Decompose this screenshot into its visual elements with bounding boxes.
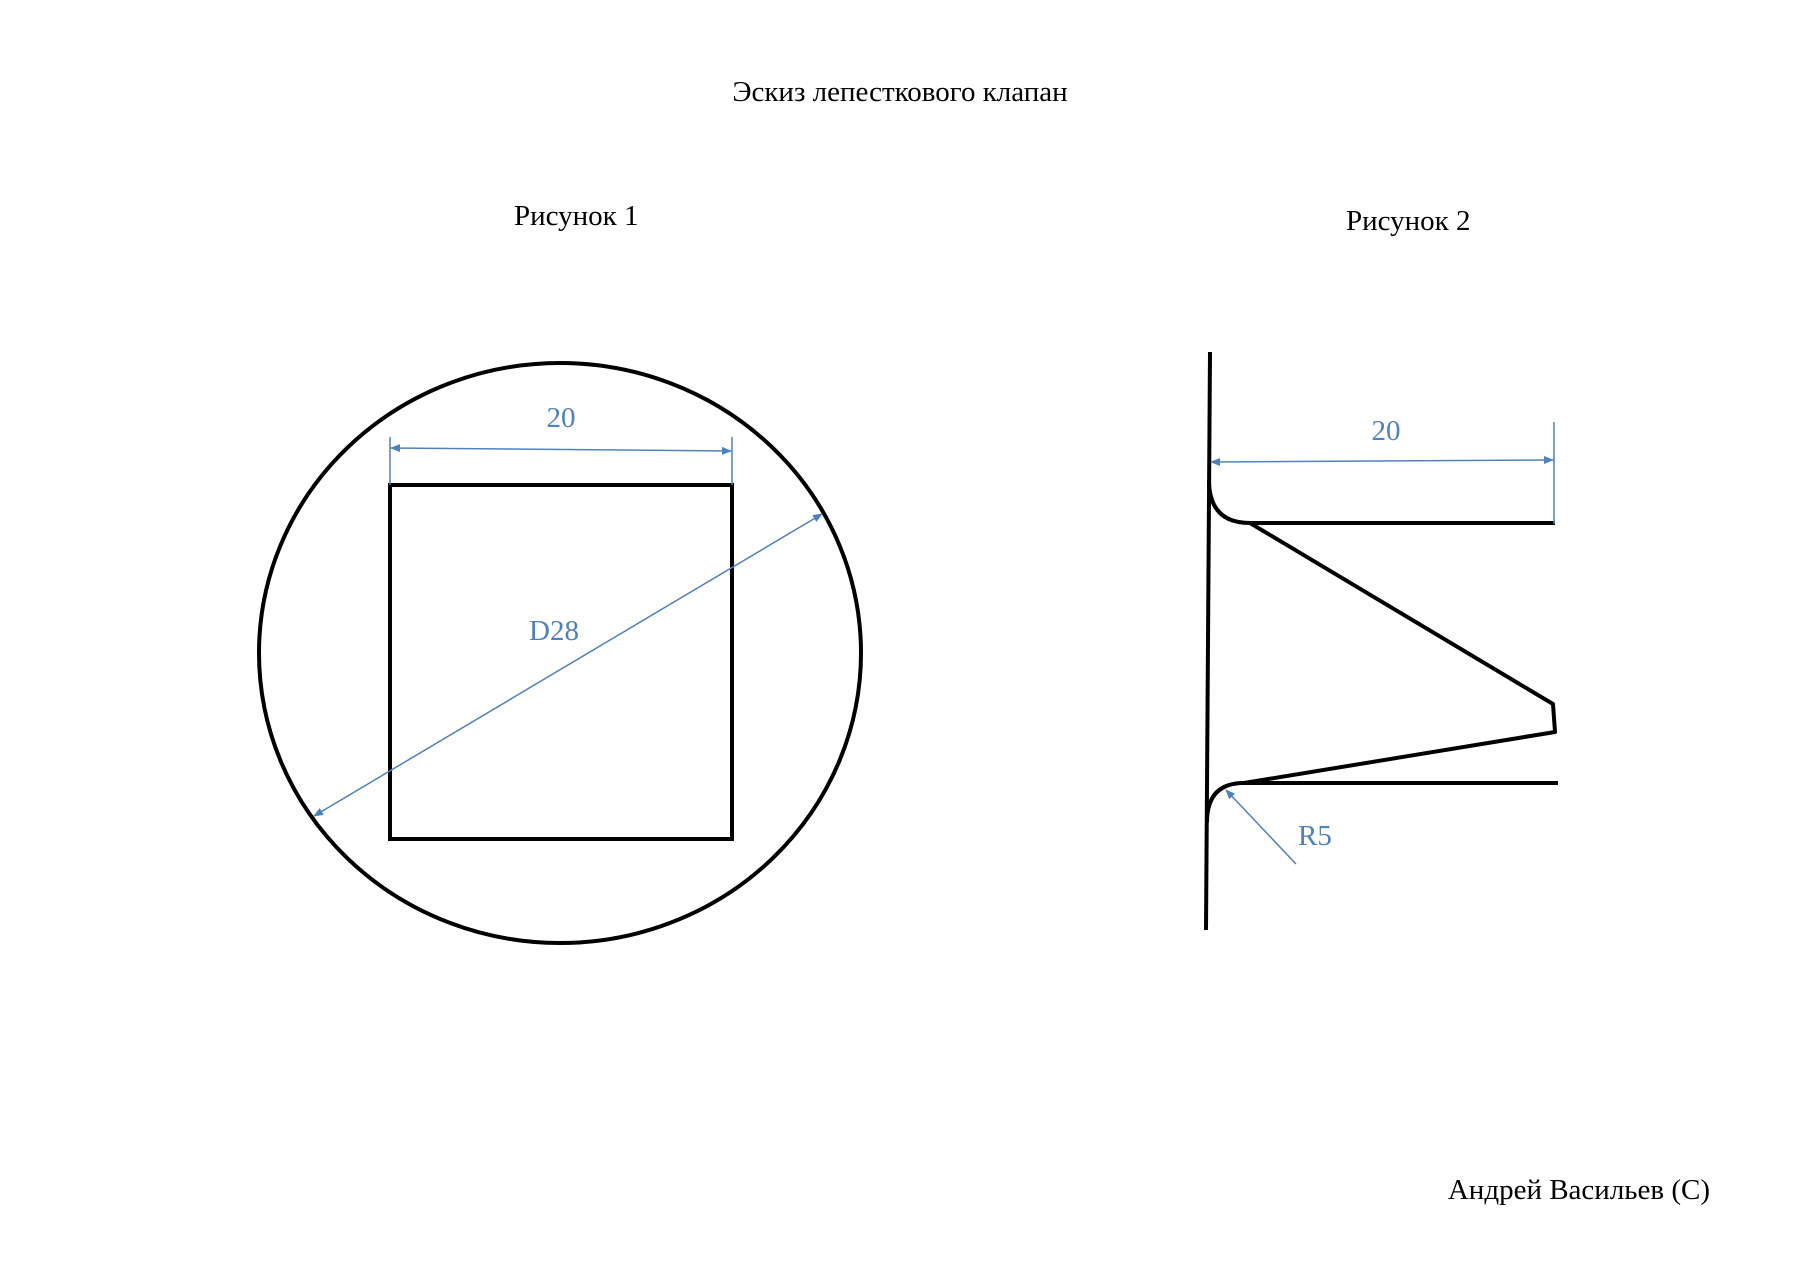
- valve-disc-circle: [257, 361, 863, 945]
- figure-1: 20 D28: [257, 361, 863, 945]
- fig1-width-dimension-line: [390, 444, 732, 455]
- figure-2-caption: Рисунок 2: [1346, 205, 1471, 237]
- petal-opening-square: [388, 483, 734, 841]
- lower-fillet-edge: [1205, 781, 1558, 823]
- fig1-diameter-dimension-label: D28: [529, 615, 579, 647]
- valve-base-wall: [1204, 351, 1212, 931]
- fig1-diameter-dimension-line: [313, 513, 823, 817]
- figure-1-caption: Рисунок 1: [514, 200, 639, 232]
- fig2-width-dimension-label: 20: [1372, 415, 1401, 447]
- page-title: Эскиз лепесткового клапан: [732, 76, 1068, 108]
- author-signature: Андрей Васильев (С): [1447, 1174, 1710, 1206]
- fig2-radius-dimension-label: R5: [1298, 820, 1332, 852]
- fig1-width-dimension-label: 20: [547, 402, 576, 434]
- upper-fillet-edge: [1207, 479, 1555, 525]
- petal-profile: [1243, 521, 1557, 785]
- fig2-radius-leader-line: [1225, 789, 1297, 865]
- fig2-width-dimension-line: [1210, 456, 1554, 466]
- figure-2: 20 R5: [1204, 351, 1558, 931]
